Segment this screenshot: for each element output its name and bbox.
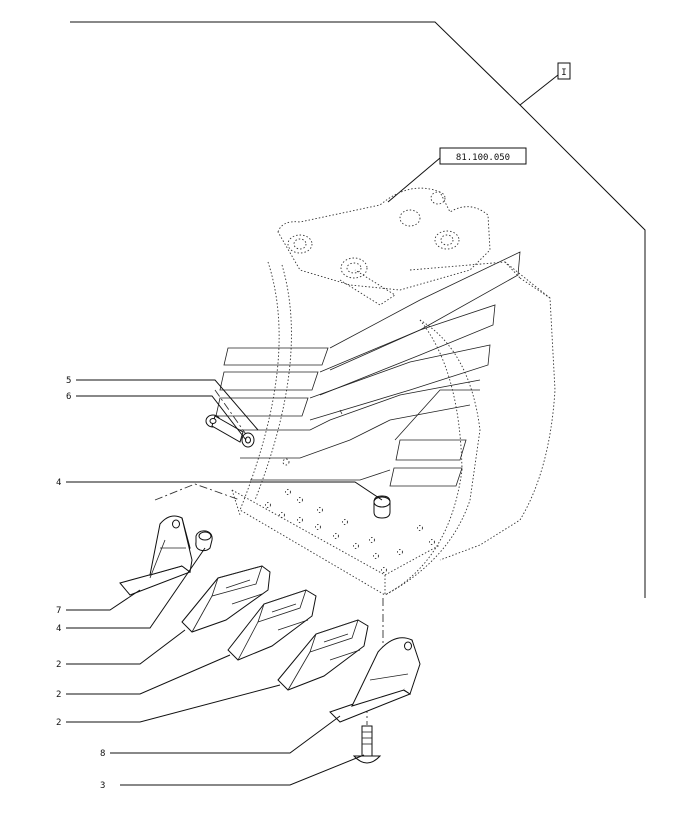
callout-2-a: 2 xyxy=(56,660,61,670)
bolt-part-3 xyxy=(352,725,382,764)
callout-labels: 5 6 4 7 4 2 2 2 8 3 xyxy=(56,376,105,791)
callout-6: 6 xyxy=(66,392,71,402)
callout-2-c: 2 xyxy=(56,718,61,728)
bolt-part-5 xyxy=(205,414,244,443)
reference-box-top-label: I xyxy=(561,68,566,78)
callout-leaders xyxy=(66,379,383,786)
reference-box-top: I xyxy=(557,62,571,80)
callout-3: 3 xyxy=(100,781,105,791)
bushing-part-4-upper xyxy=(373,495,391,519)
side-adapter-part-8 xyxy=(329,637,421,723)
tooth-part-2-a xyxy=(181,565,271,633)
washer-part-6 xyxy=(241,432,255,448)
bucket-decal-stripes xyxy=(215,251,521,487)
tooth-part-2-c xyxy=(277,619,369,691)
reference-box-bucket: 81.100.050 xyxy=(387,147,527,203)
callout-4-lower: 4 xyxy=(56,624,61,634)
side-adapter-part-7 xyxy=(119,515,193,596)
tooth-part-2-b xyxy=(227,589,317,661)
callout-4-upper: 4 xyxy=(56,478,61,488)
callout-2-b: 2 xyxy=(56,690,61,700)
reference-box-bucket-label: 81.100.050 xyxy=(456,153,510,163)
assembly-frame-line xyxy=(70,21,646,598)
callout-7: 7 xyxy=(56,606,61,616)
bushing-part-4-lower xyxy=(195,530,213,552)
callout-8: 8 xyxy=(100,749,105,759)
callout-5: 5 xyxy=(66,376,71,386)
bucket-body xyxy=(231,187,556,596)
